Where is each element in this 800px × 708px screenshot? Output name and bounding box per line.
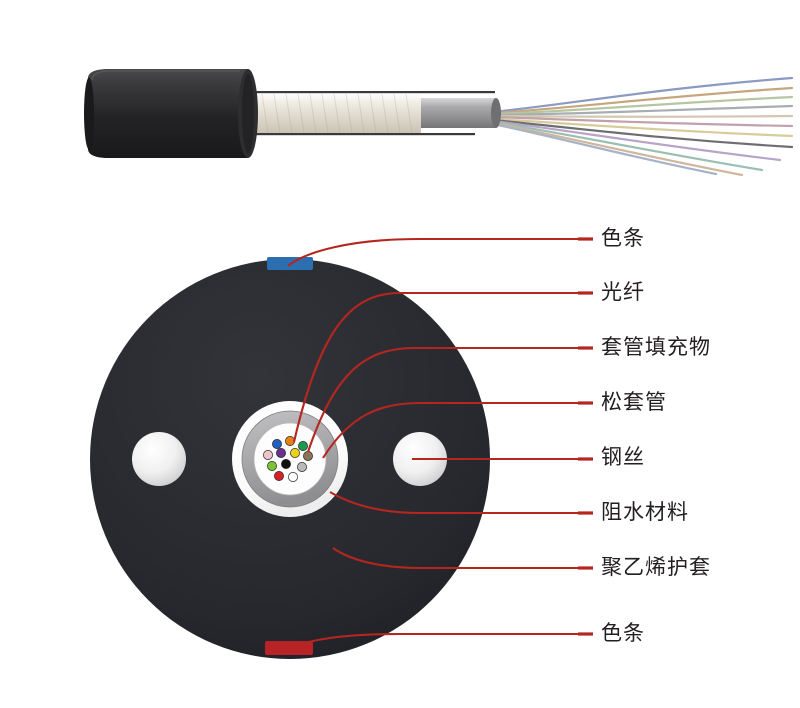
steel-wire-left xyxy=(132,432,186,486)
leader-color-stripe-top xyxy=(287,237,578,267)
label-water-blocking: 阻水材料 xyxy=(601,501,689,524)
label-loose-tube: 松套管 xyxy=(601,391,667,414)
fiber-blue xyxy=(272,439,282,449)
photo-strength-member-bottom xyxy=(245,133,475,136)
fiber-lime xyxy=(267,461,277,471)
leader-loose-tube xyxy=(322,401,578,459)
photo-jacket-highlight xyxy=(91,70,240,81)
photo-loose-tube xyxy=(418,98,496,128)
cross-section-group xyxy=(90,237,593,659)
fiber-gray xyxy=(297,462,307,472)
fiber-yellow xyxy=(290,448,300,458)
photo-strength-member-top xyxy=(245,91,495,94)
leader-tube-filling xyxy=(307,346,578,453)
fiber-violet xyxy=(276,448,286,458)
label-color-stripe-top: 色条 xyxy=(601,227,645,250)
leader-color-stripe-bottom xyxy=(288,632,578,649)
photo-pe-jacket xyxy=(88,69,248,158)
photo-jacket-left-cap xyxy=(84,77,94,150)
photo-yarn-layer xyxy=(245,93,421,134)
photo-tube-end xyxy=(491,98,501,128)
fiber-green xyxy=(298,441,308,451)
optical-fiber-bundle xyxy=(263,436,313,482)
leader-pe-jacket xyxy=(332,547,578,570)
leader-optical-fiber xyxy=(292,291,578,443)
callout-leader-lines xyxy=(287,237,578,649)
tube-filling xyxy=(253,422,327,496)
label-pe-jacket: 聚乙烯护套 xyxy=(601,556,711,579)
fiber-black xyxy=(281,459,291,469)
label-optical-fiber: 光纤 xyxy=(601,281,645,304)
fiber-brown xyxy=(303,451,313,461)
callout-ticks xyxy=(578,237,593,636)
fiber-fanout-bundle xyxy=(491,76,794,177)
fiber-red xyxy=(274,471,284,481)
label-color-stripe-bottom: 色条 xyxy=(601,622,645,645)
photo-jacket-end-inner xyxy=(242,73,254,154)
leader-water-blocking xyxy=(329,491,578,515)
fiber-white xyxy=(288,472,298,482)
fiber-pink xyxy=(263,450,273,460)
cable-photograph xyxy=(84,69,794,177)
label-tube-filling: 套管填充物 xyxy=(601,336,711,359)
label-steel-wire: 钢丝 xyxy=(601,446,645,469)
